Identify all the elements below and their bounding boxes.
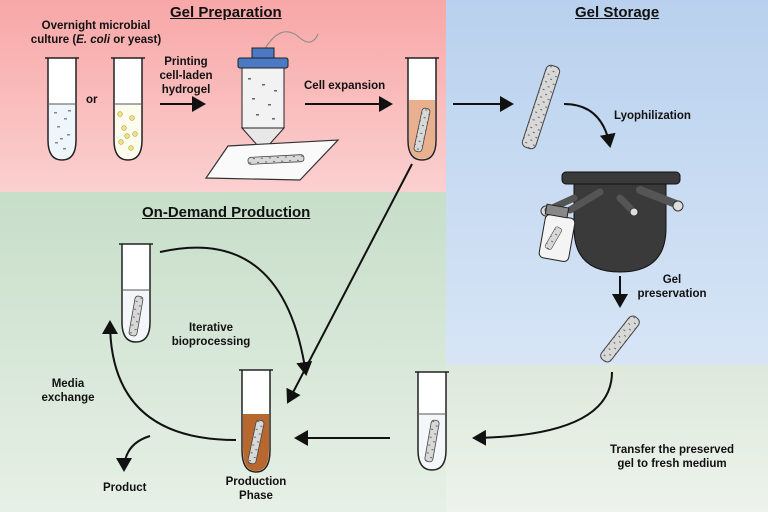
production-tube <box>239 369 273 473</box>
on-demand-production-panel <box>0 192 446 512</box>
gel-pres-line1: Gel <box>662 274 682 286</box>
media-line2: exchange <box>41 391 95 404</box>
iterative-tube <box>119 243 153 343</box>
iterative-label: Iterative bioprocessing <box>166 322 256 350</box>
media-exchange-label: Media exchange <box>36 378 100 406</box>
gel-preparation-title: Gel Preparation <box>170 4 282 21</box>
cell-expansion-label: Cell expansion <box>304 80 386 92</box>
iterative-line2: bioprocessing <box>171 335 251 348</box>
product-label: Product <box>103 482 147 494</box>
culture-tube-yeast <box>111 57 145 161</box>
overnight-culture-label: Overnight microbial culture (E. coli or … <box>26 20 166 48</box>
arrow-media-exchange <box>102 320 237 441</box>
transfer-line1: Transfer the preserved <box>609 444 734 456</box>
gel-storage-title: Gel Storage <box>575 4 660 21</box>
gel-pres-line2: preservation <box>637 287 707 300</box>
freeze-dryer-icon <box>538 171 684 273</box>
printing-line1: Printing <box>164 56 208 68</box>
arrow-iterative-loop <box>159 246 313 376</box>
arrow-transfer <box>472 371 613 446</box>
printing-plate <box>204 139 340 181</box>
or-label: or <box>86 94 98 106</box>
iterative-line1: Iterative <box>188 322 234 334</box>
printing-line2: cell-laden <box>159 69 213 82</box>
culture-tube-ecoli <box>45 57 79 161</box>
arrow-product <box>116 435 151 472</box>
overnight-line1: Overnight microbial <box>41 20 151 32</box>
media-line1: Media <box>51 378 85 390</box>
gel-rod-icon <box>521 64 561 150</box>
on-demand-production-title: On-Demand Production <box>142 204 311 221</box>
production-line2: Phase <box>239 489 273 502</box>
production-line1: Production <box>225 476 287 488</box>
overnight-line2b: E. coli <box>76 33 111 46</box>
cell-expansion-tube <box>405 57 439 161</box>
arrow-expansion-to-production <box>286 163 413 404</box>
gel-preservation-label: Gel preservation <box>632 274 712 302</box>
transfer-label: Transfer the preserved gel to fresh medi… <box>592 444 752 472</box>
production-phase-label: Production Phase <box>216 476 296 504</box>
arrow-lyophilization <box>563 103 616 148</box>
overnight-line2a: culture ( <box>30 33 77 46</box>
fresh-medium-tube <box>415 371 449 471</box>
preserved-gel-icon <box>600 315 640 363</box>
transfer-line2: gel to fresh medium <box>617 457 727 470</box>
printing-label: Printing cell-laden hydrogel <box>156 56 216 97</box>
printing-line3: hydrogel <box>161 83 211 96</box>
lyophilization-label: Lyophilization <box>614 110 691 122</box>
transfer-panel <box>446 365 768 512</box>
overnight-line2c: or yeast) <box>110 33 162 46</box>
